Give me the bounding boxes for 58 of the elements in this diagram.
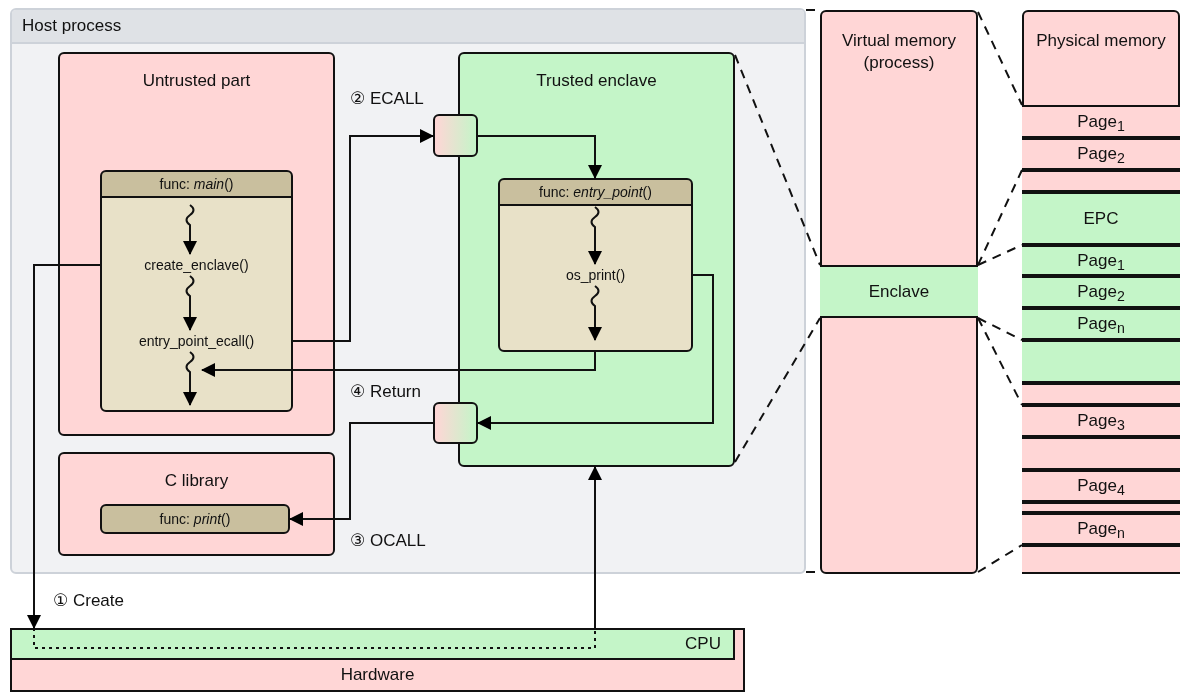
arrow xyxy=(477,135,602,179)
wavy-arrow xyxy=(183,204,197,255)
memory-segment: Enclave xyxy=(820,265,978,318)
region-title: Physical memory xyxy=(1035,30,1167,52)
function-call-label: os_print() xyxy=(500,264,691,286)
function-box: func: print() xyxy=(100,504,290,534)
dashed-line xyxy=(977,317,1023,341)
function-box xyxy=(100,170,293,412)
dashed-line xyxy=(977,11,1023,106)
panel-header: Host process xyxy=(12,10,804,44)
dashed-line xyxy=(977,544,1023,573)
memory-row: Page$_{2}$ xyxy=(1022,276,1180,308)
memory-row: Page$_{1}$ xyxy=(1022,105,1180,138)
memory-row xyxy=(1022,340,1180,383)
memory-row: Page$_{n}$ xyxy=(1022,513,1180,545)
enclave-region-box xyxy=(458,52,735,467)
dashed-line xyxy=(734,54,821,266)
region-title: C library xyxy=(163,470,230,492)
memory-row: EPC xyxy=(1022,192,1180,245)
gate-box xyxy=(433,114,478,157)
memory-row xyxy=(1022,437,1180,470)
memory-row xyxy=(1022,502,1180,513)
region-title: Virtual memory (process) xyxy=(841,30,957,74)
function-call-label: entry_point_ecall() xyxy=(102,330,291,352)
process-panel xyxy=(10,8,806,574)
memory-column xyxy=(820,10,978,574)
cpu-bar: CPU xyxy=(10,628,735,660)
memory-row: Page$_{2}$ xyxy=(1022,138,1180,170)
dashed-line xyxy=(977,317,1023,406)
wavy-arrow xyxy=(183,275,197,331)
arrow xyxy=(588,466,602,629)
function-box xyxy=(498,178,693,352)
hardware-label: Hardware xyxy=(339,664,416,686)
hardware-bar xyxy=(10,628,745,692)
memory-row: Page$_{n}$ xyxy=(1022,308,1180,340)
arrow xyxy=(289,422,434,526)
wavy-arrow xyxy=(588,285,602,341)
library-box xyxy=(58,452,335,556)
dashed-line xyxy=(977,169,1023,266)
region-title: Untrusted part xyxy=(141,70,252,92)
region-title: Trusted enclave xyxy=(535,70,658,92)
memory-column xyxy=(1022,10,1180,574)
function-header: func: main() xyxy=(158,175,235,194)
memory-row xyxy=(1022,170,1180,192)
function-call-label: create_enclave() xyxy=(102,254,291,276)
wavy-arrow xyxy=(588,206,602,265)
memory-row: Page$_{3}$ xyxy=(1022,405,1180,437)
dashed-line xyxy=(734,317,821,463)
function-header: func: entry_point() xyxy=(538,183,653,202)
gate-box xyxy=(433,402,478,444)
memory-row: Page$_{4}$ xyxy=(1022,470,1180,502)
memory-row: Page$_{1}$ xyxy=(1022,245,1180,276)
untrusted-region-box xyxy=(58,52,335,436)
memory-row xyxy=(1022,383,1180,405)
arrow xyxy=(201,351,596,377)
arrow xyxy=(477,274,714,430)
memory-row xyxy=(1022,545,1180,574)
wavy-arrow xyxy=(183,351,197,406)
